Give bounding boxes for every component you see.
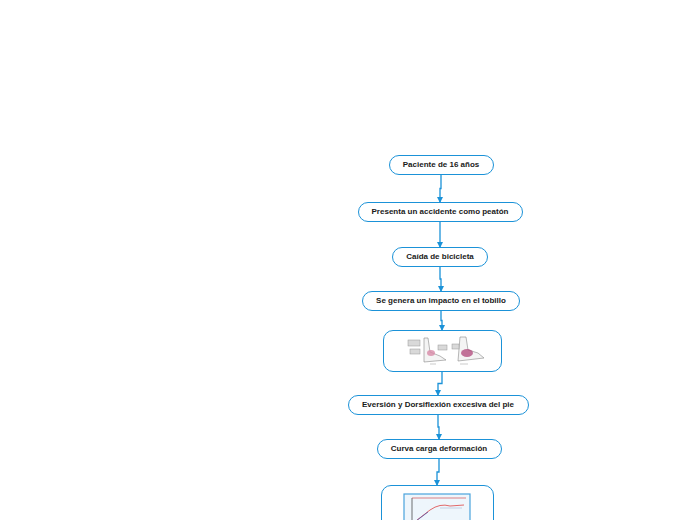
image-box (383, 330, 502, 372)
flow-arrow (440, 175, 441, 202)
node-text: Se genera un impacto en el tobillo (376, 296, 506, 306)
flow-arrow (441, 311, 442, 330)
ankle-illustration (408, 337, 484, 364)
node-text: Eversión y Dorsiflexión excesiva del pie (362, 400, 514, 410)
flow-arrow (440, 267, 441, 291)
flow-arrow (438, 415, 439, 439)
node-text: Caída de bicicleta (406, 252, 474, 262)
image-box (381, 485, 494, 520)
process-box: Presenta un accidente como peatón (358, 202, 523, 222)
process-box: Paciente de 16 años (389, 155, 494, 175)
load-deformation-chart (404, 494, 470, 520)
node-text: Paciente de 16 años (403, 160, 479, 170)
process-box: Se genera un impacto en el tobillo (362, 291, 520, 311)
flow-arrow (438, 372, 442, 395)
node-text: Curva carga deformación (391, 444, 487, 454)
process-box: Curva carga deformación (377, 439, 502, 459)
node-text: Presenta un accidente como peatón (372, 207, 509, 217)
process-box: Eversión y Dorsiflexión excesiva del pie (348, 395, 529, 415)
flow-arrow (437, 459, 439, 485)
flow-arrow (439, 222, 440, 247)
process-box: Caída de bicicleta (392, 247, 488, 267)
